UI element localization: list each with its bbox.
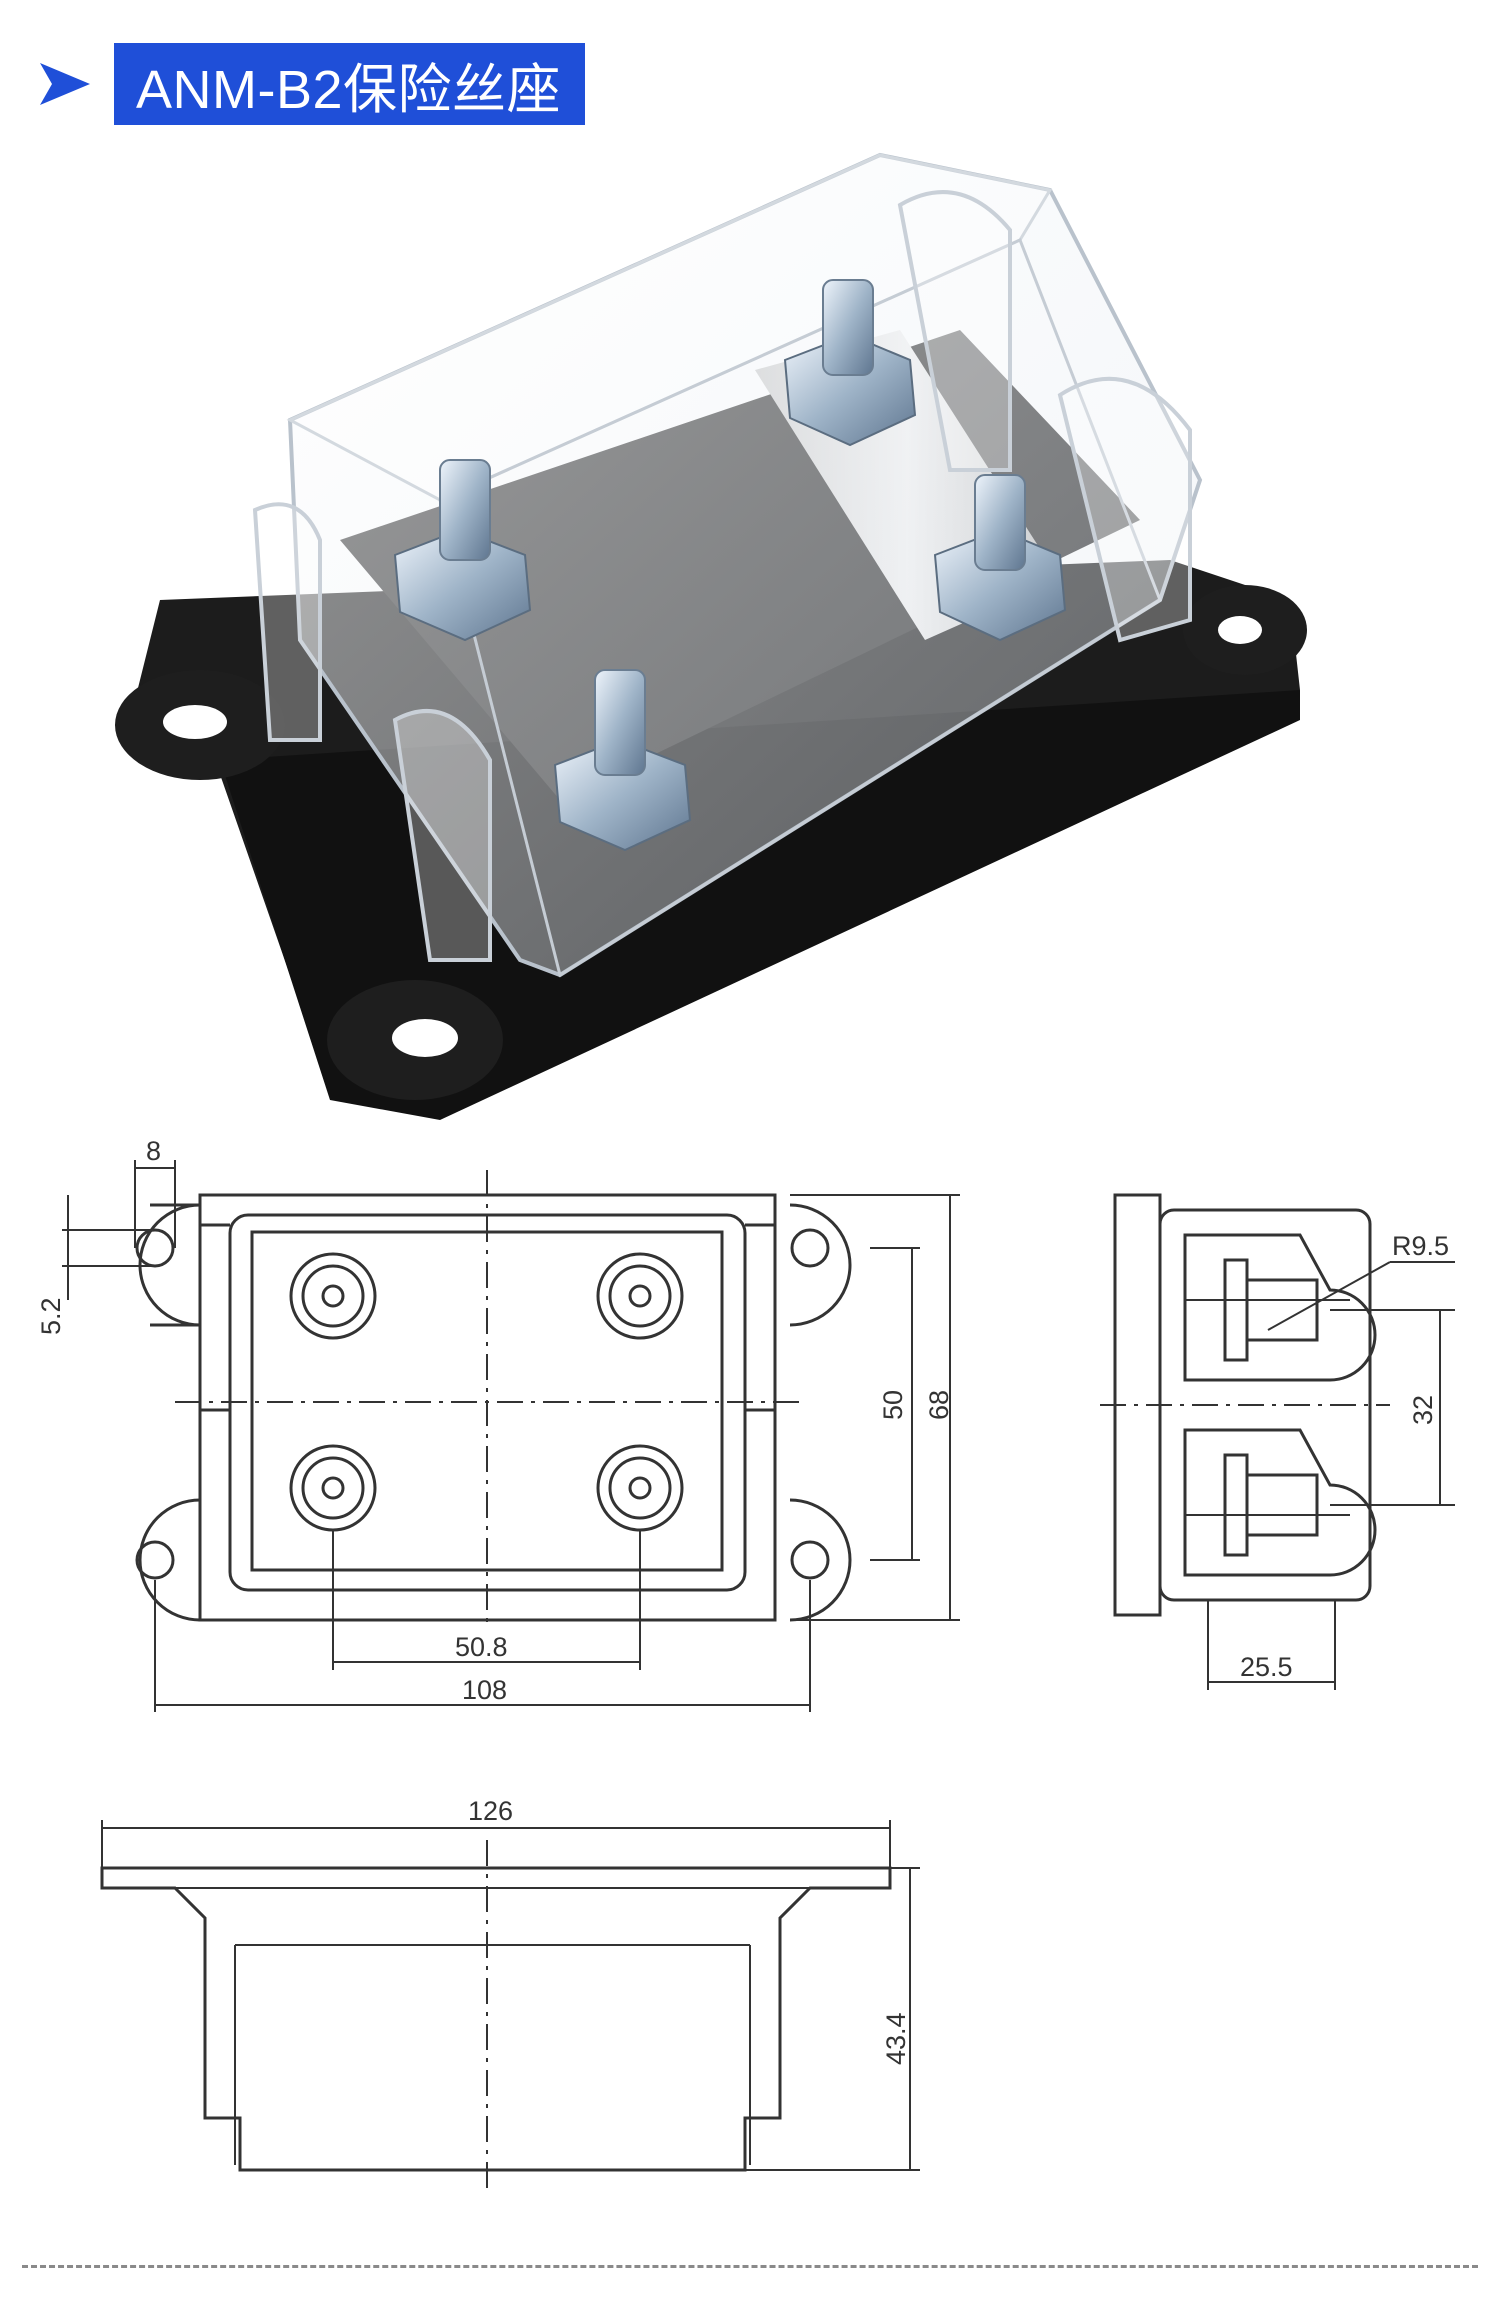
dim-overall-length: 126: [468, 1796, 513, 1826]
terminal-stud-bottom-right: [933, 474, 1067, 642]
terminal-bottom-right-drawing: [596, 1444, 684, 1532]
terminal-bottom-left-drawing: [289, 1444, 377, 1532]
section-divider: [22, 2265, 1478, 2268]
dim-terminal-spacing: 50.8: [455, 1632, 508, 1662]
dim-side-terminal-spacing: 32: [1408, 1395, 1438, 1425]
dim-inner-height: 50: [878, 1390, 908, 1420]
dim-cover-radius: R9.5: [1392, 1231, 1449, 1261]
terminal-top-left-drawing: [289, 1252, 377, 1340]
mounting-ear-left-top: [115, 670, 285, 780]
mounting-ear-right: [1183, 585, 1307, 675]
section-header: ANM-B2保险丝座: [38, 42, 586, 126]
dim-mount-hole-width: 8: [146, 1136, 161, 1166]
terminal-top-right-drawing: [596, 1252, 684, 1340]
play-arrow-icon: [40, 63, 90, 105]
dim-outer-height: 68: [924, 1390, 954, 1420]
side-view-drawing: [1100, 1193, 1455, 1690]
top-view-drawing: [62, 1160, 960, 1712]
dim-mount-hole-diameter: 5.2: [36, 1297, 66, 1335]
dim-depth: 25.5: [1240, 1652, 1293, 1682]
terminal-stud-top-right: [783, 279, 917, 447]
mounting-ear-left-bottom: [327, 980, 503, 1100]
terminal-stud-bottom-left: [553, 669, 692, 852]
front-view-drawing: [100, 1820, 920, 2195]
terminal-stud-top-left: [393, 459, 532, 642]
page-title: ANM-B2保险丝座: [114, 43, 586, 125]
dim-front-height: 43.4: [881, 2012, 911, 2065]
product-photo: [115, 152, 1307, 1120]
dim-mount-spacing: 108: [462, 1675, 507, 1705]
